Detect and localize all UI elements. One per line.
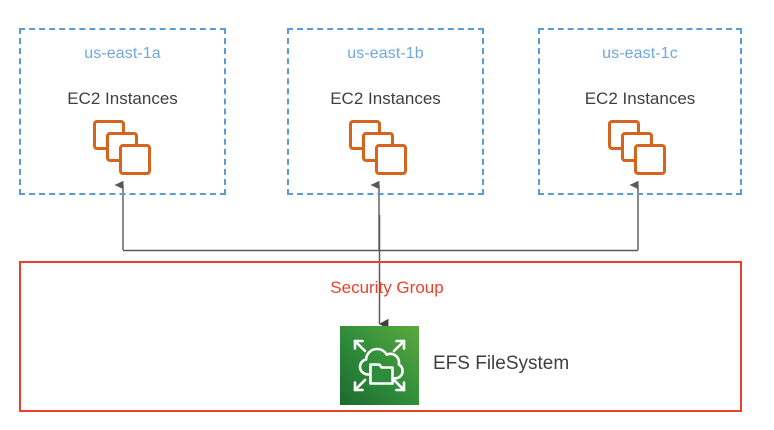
availability-zone-us-east-1b[interactable]: us-east-1b EC2 Instances bbox=[287, 28, 484, 195]
availability-zone-us-east-1a[interactable]: us-east-1a EC2 Instances bbox=[19, 28, 226, 195]
efs-filesystem-icon[interactable] bbox=[340, 326, 419, 405]
az-resource-label: EC2 Instances bbox=[330, 89, 441, 108]
az-label: us-east-1a bbox=[84, 45, 161, 62]
ec2-instances-icon[interactable] bbox=[349, 120, 411, 176]
az-resource-label: EC2 Instances bbox=[67, 89, 178, 108]
az-resource-label: EC2 Instances bbox=[584, 89, 696, 108]
security-group-boundary[interactable] bbox=[19, 261, 742, 412]
az-label: us-east-1b bbox=[347, 45, 424, 62]
efs-glyph bbox=[353, 339, 406, 392]
efs-filesystem-label: EFS FileSystem bbox=[433, 353, 570, 374]
ec2-instances-icon[interactable] bbox=[608, 120, 670, 176]
availability-zone-us-east-1c[interactable]: us-east-1c EC2 Instances bbox=[538, 28, 742, 195]
security-group-label: Security Group bbox=[330, 278, 444, 297]
ec2-square-front bbox=[634, 144, 666, 175]
ec2-square-front bbox=[375, 144, 407, 175]
ec2-instances-icon[interactable] bbox=[93, 120, 155, 176]
ec2-square-front bbox=[119, 144, 151, 175]
az-label: us-east-1c bbox=[602, 45, 678, 62]
